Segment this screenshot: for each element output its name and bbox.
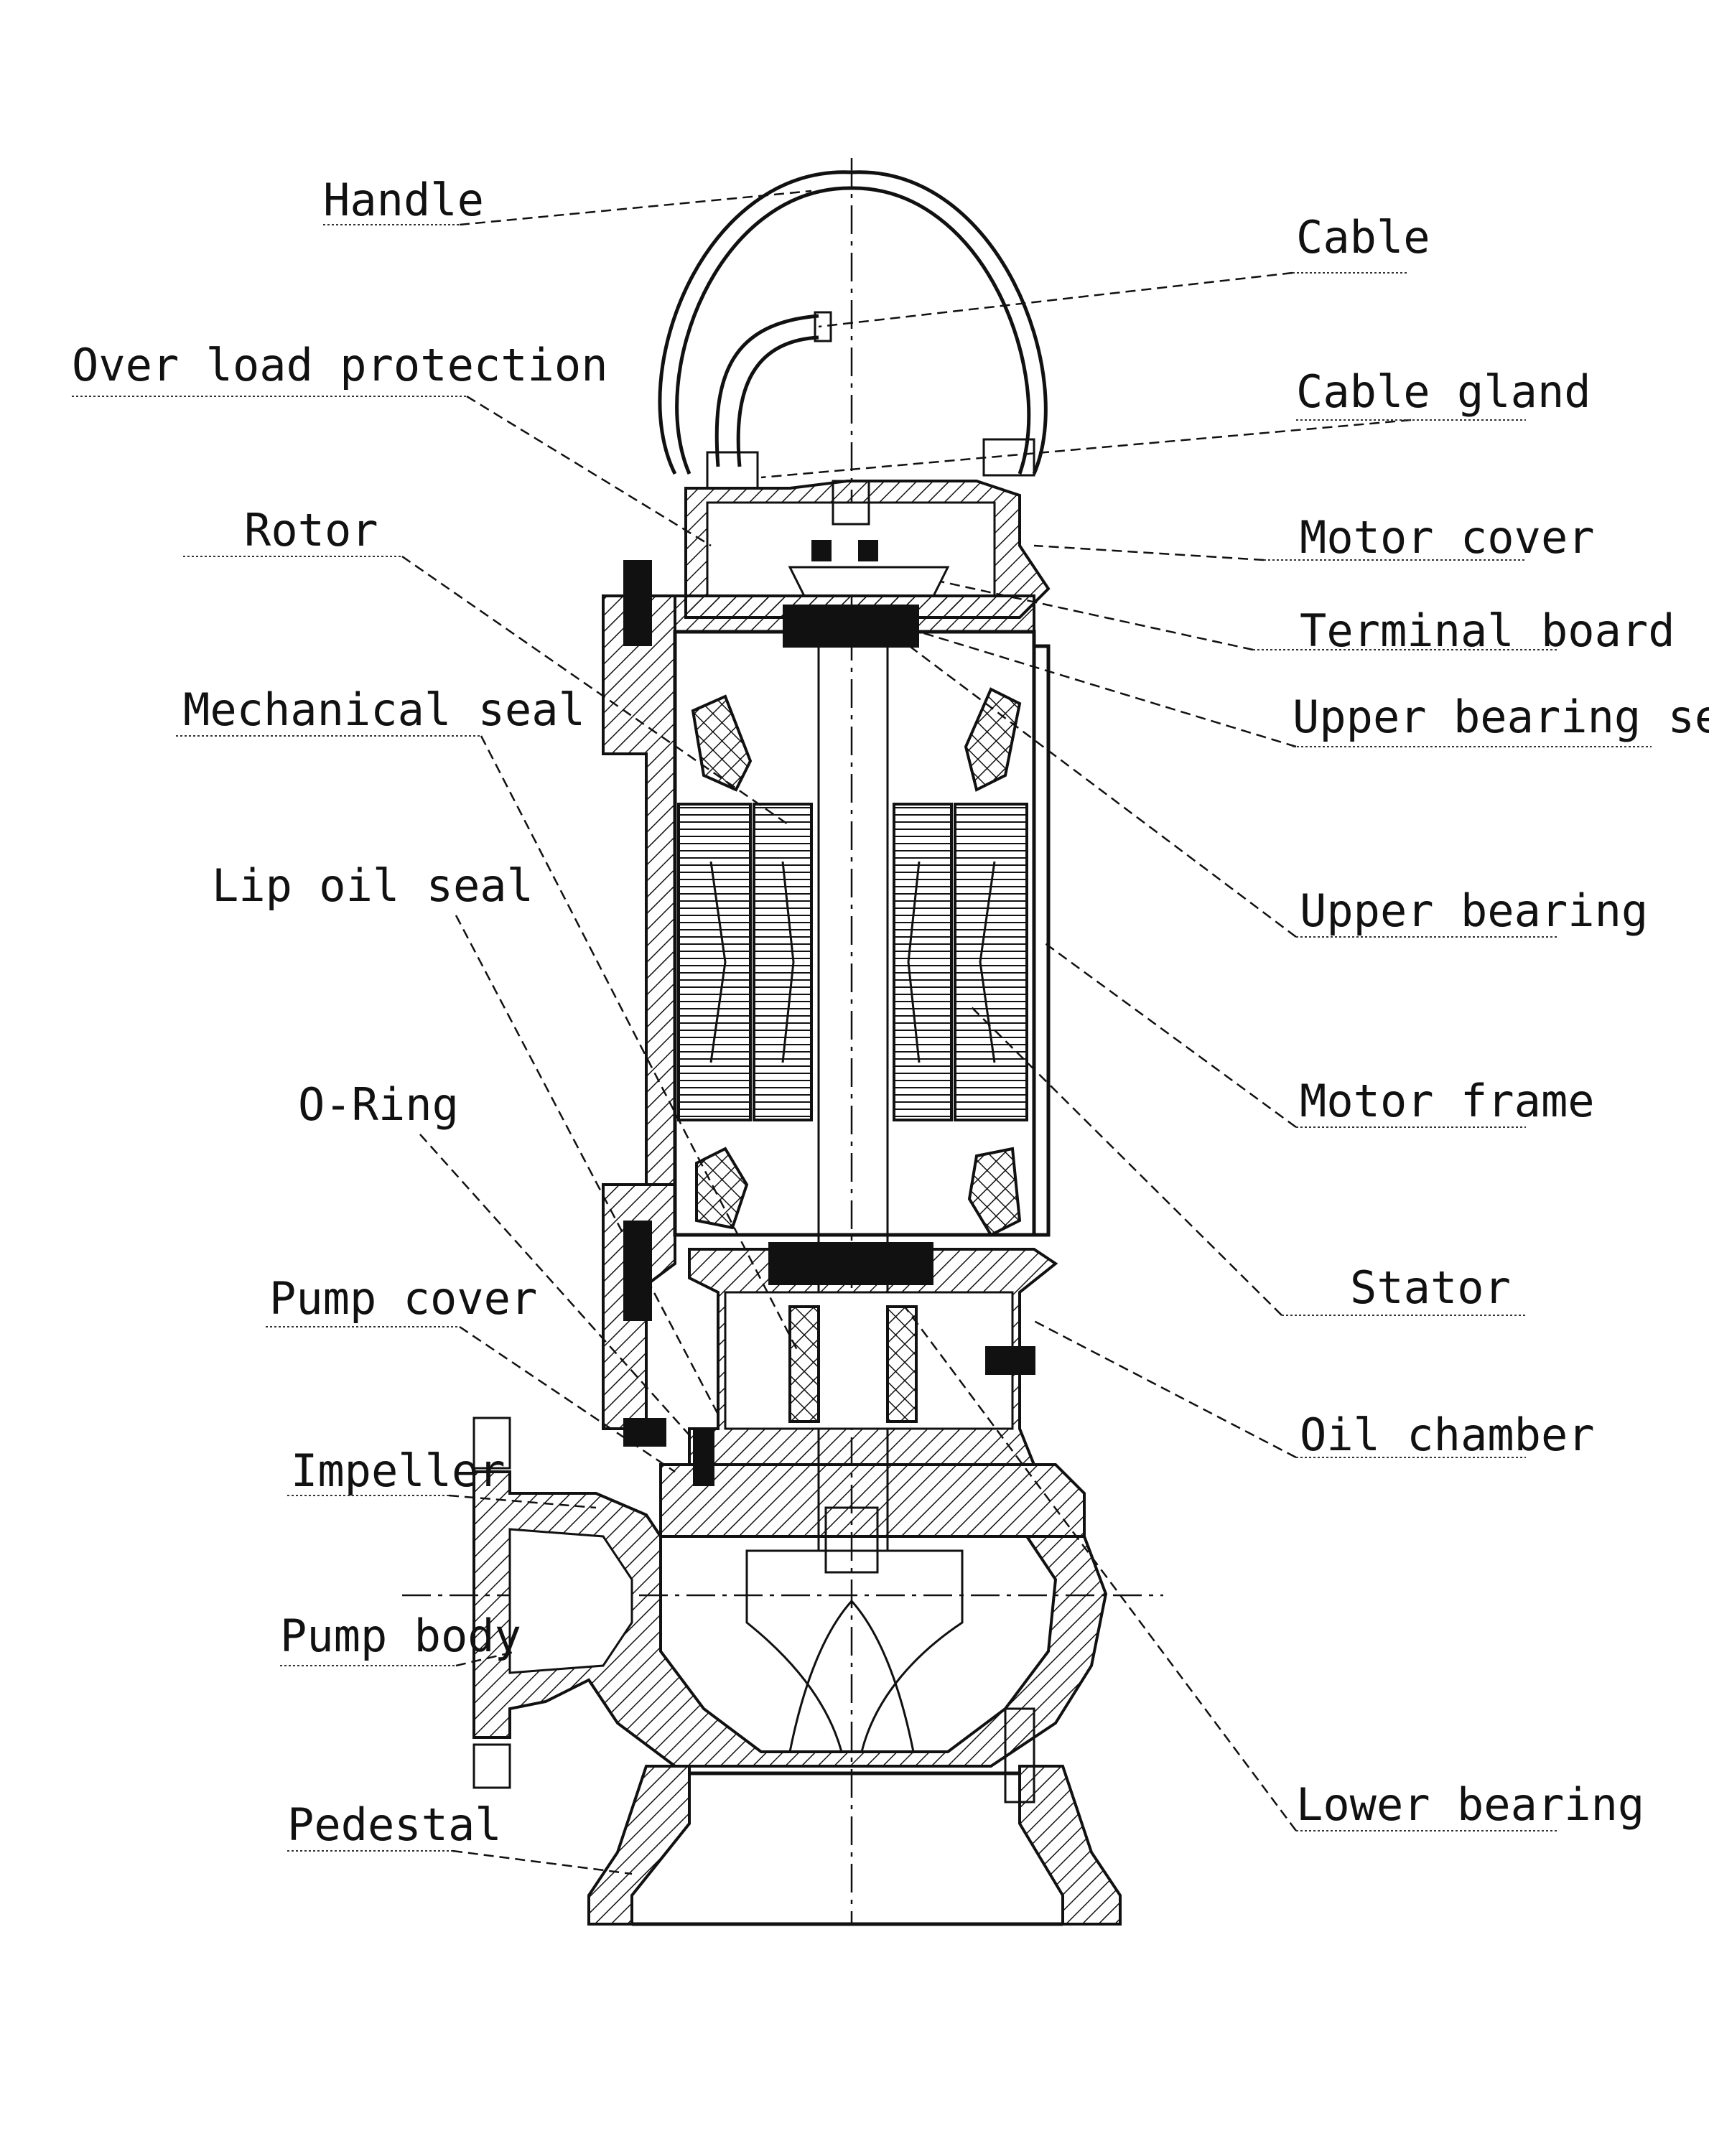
label-stator: Stator (1350, 1261, 1511, 1314)
impeller-nut (824, 1506, 879, 1574)
label-terminal-board: Terminal board (1300, 605, 1675, 657)
terminal-block-1 (811, 540, 832, 561)
pump-body-shape (472, 1470, 1108, 1768)
winding-lower-left (695, 1147, 749, 1230)
stator-slot-right (979, 861, 996, 1063)
handle-loop (658, 170, 1048, 475)
label-motor-cover: Motor cover (1300, 511, 1595, 564)
motor-frame-side (1032, 644, 1051, 1237)
label-mechanical-seal: Mechanical seal (183, 683, 585, 736)
upper-bolt-left (623, 560, 652, 646)
rotor-slot-right (907, 861, 921, 1063)
winding-upper-right (964, 687, 1022, 792)
label-o-ring: O-Ring (298, 1078, 459, 1131)
pedestal-bolt (1004, 1707, 1035, 1803)
rotor-left (753, 803, 813, 1121)
terminal-block-2 (858, 540, 878, 561)
discharge-flange-upper (472, 1417, 511, 1470)
label-cable-gland: Cable gland (1296, 365, 1591, 418)
label-over-load-protection: Over load protection (72, 339, 608, 391)
oil-plug (985, 1346, 1035, 1375)
label-lower-bearing: Lower bearing (1296, 1778, 1644, 1831)
pedestal-right (1018, 1765, 1122, 1926)
cable-gland-left (706, 451, 759, 490)
label-pump-cover: Pump cover (269, 1272, 537, 1325)
winding-lower-right (967, 1147, 1022, 1237)
stator-right (954, 803, 1028, 1121)
winding-upper-left (691, 694, 753, 792)
label-cable: Cable (1296, 211, 1430, 263)
upper-bearing-block (783, 605, 919, 648)
mechanical-seal-right (886, 1305, 918, 1423)
label-pedestal: Pedestal (287, 1798, 502, 1851)
cable-line (714, 314, 819, 467)
label-handle: Handle (323, 174, 484, 226)
impeller-shape (745, 1549, 964, 1753)
oil-chamber-cavity (724, 1291, 1014, 1430)
leader-lines (401, 190, 1412, 1875)
top-bolt (832, 480, 870, 526)
handle-loop-inner (675, 186, 1031, 475)
motor-cover-cavity (706, 501, 996, 597)
label-pump-body: Pump body (280, 1610, 521, 1662)
upper-flange-left (602, 594, 676, 1186)
label-rotor: Rotor (244, 504, 378, 556)
label-oil-chamber: Oil chamber (1300, 1409, 1595, 1461)
stator-left (677, 803, 752, 1121)
pump-cover-bolt (693, 1429, 714, 1486)
label-impeller: Impeller (291, 1445, 506, 1497)
cable-line-inner (736, 335, 819, 467)
label-upper-bearing-seat: Upper bearing seat (1293, 691, 1709, 743)
mechanical-seal-left (788, 1305, 820, 1423)
rotor-right (893, 803, 953, 1121)
impeller-vane (788, 1599, 915, 1753)
pump-cover-shape (659, 1463, 1086, 1538)
discharge-flange-lower (472, 1743, 511, 1789)
cable-end (814, 311, 832, 342)
pump-discharge-passage (508, 1528, 633, 1674)
label-lip-oil-seal: Lip oil seal (212, 859, 534, 912)
label-upper-bearing: Upper bearing (1300, 885, 1648, 937)
rotor-slot-left (781, 861, 795, 1063)
pedestal-left (587, 1765, 691, 1926)
stator-slot-left (709, 861, 727, 1063)
lower-bolt-left (623, 1221, 652, 1321)
label-motor-frame: Motor frame (1300, 1075, 1595, 1127)
lower-bearing-block (768, 1242, 933, 1285)
